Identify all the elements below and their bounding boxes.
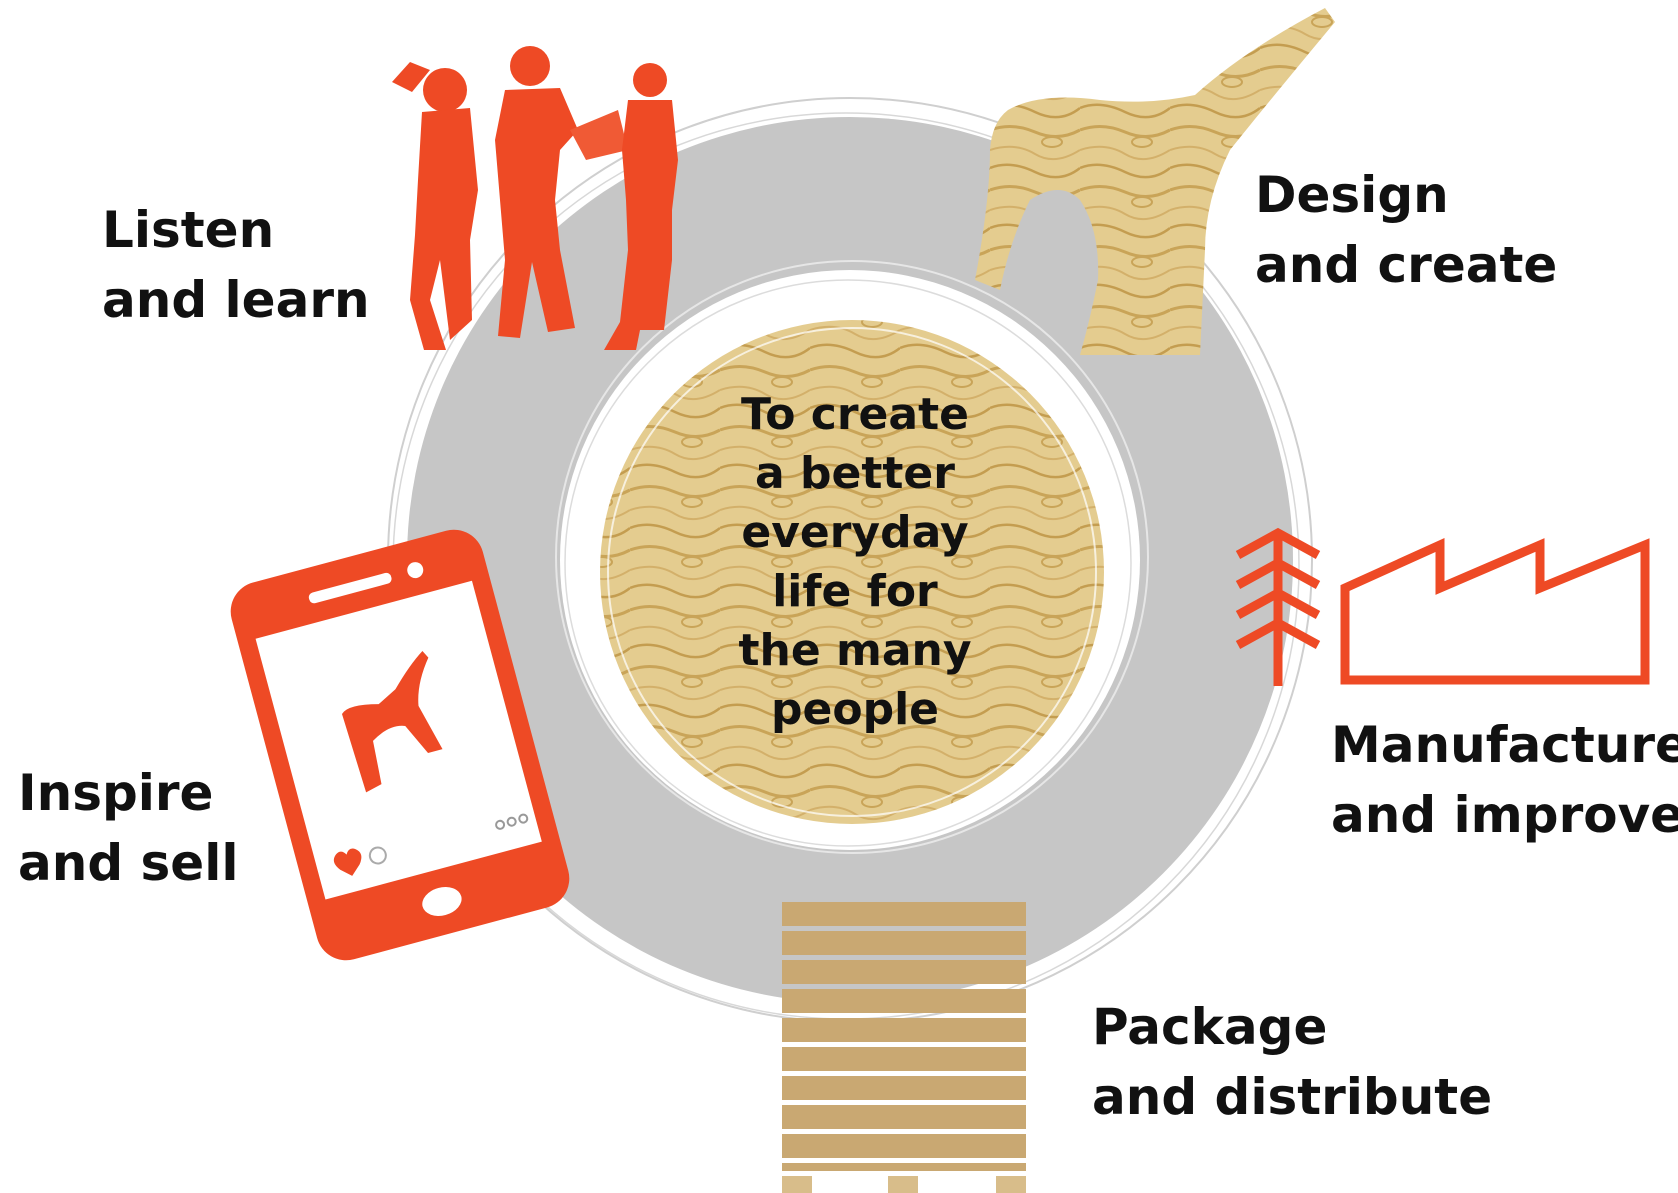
stage-label-inspire: Inspire and sell — [18, 758, 238, 898]
mission-line: a better — [755, 448, 955, 499]
stage-title: Inspire — [18, 764, 214, 822]
stage-title: Listen — [102, 201, 275, 259]
stage-title: Manufacture — [1331, 716, 1678, 774]
stage-subtitle: and distribute — [1092, 1068, 1493, 1126]
stage-title: Package — [1092, 998, 1328, 1056]
stage-label-package: Package and distribute — [1092, 992, 1492, 1132]
stage-label-manufacture: Manufacture and improve — [1331, 710, 1678, 850]
mission-line: life for — [772, 566, 938, 617]
stage-label-listen: Listen and learn — [102, 195, 370, 335]
stage-subtitle: and sell — [18, 834, 239, 892]
stage-subtitle: and learn — [102, 271, 370, 329]
mission-line: people — [771, 684, 939, 735]
stage-subtitle: and improve — [1331, 786, 1678, 844]
factory-with-tree-icon — [1235, 527, 1650, 686]
center-wood-disc — [600, 320, 1104, 824]
smartphone-icon — [230, 529, 570, 961]
mission-line: the many — [738, 625, 972, 676]
mission-statement: To create a better everyday life for the… — [650, 385, 1060, 739]
people-silhouette-icon — [392, 46, 678, 350]
stage-subtitle: and create — [1255, 236, 1558, 294]
mission-line: everyday — [741, 507, 969, 558]
mission-line: To create — [741, 389, 969, 440]
plywood-chair-icon — [975, 8, 1335, 355]
flat-pack-pallet-icon — [782, 902, 1026, 1193]
stage-label-design: Design and create — [1255, 160, 1557, 300]
stage-title: Design — [1255, 166, 1449, 224]
